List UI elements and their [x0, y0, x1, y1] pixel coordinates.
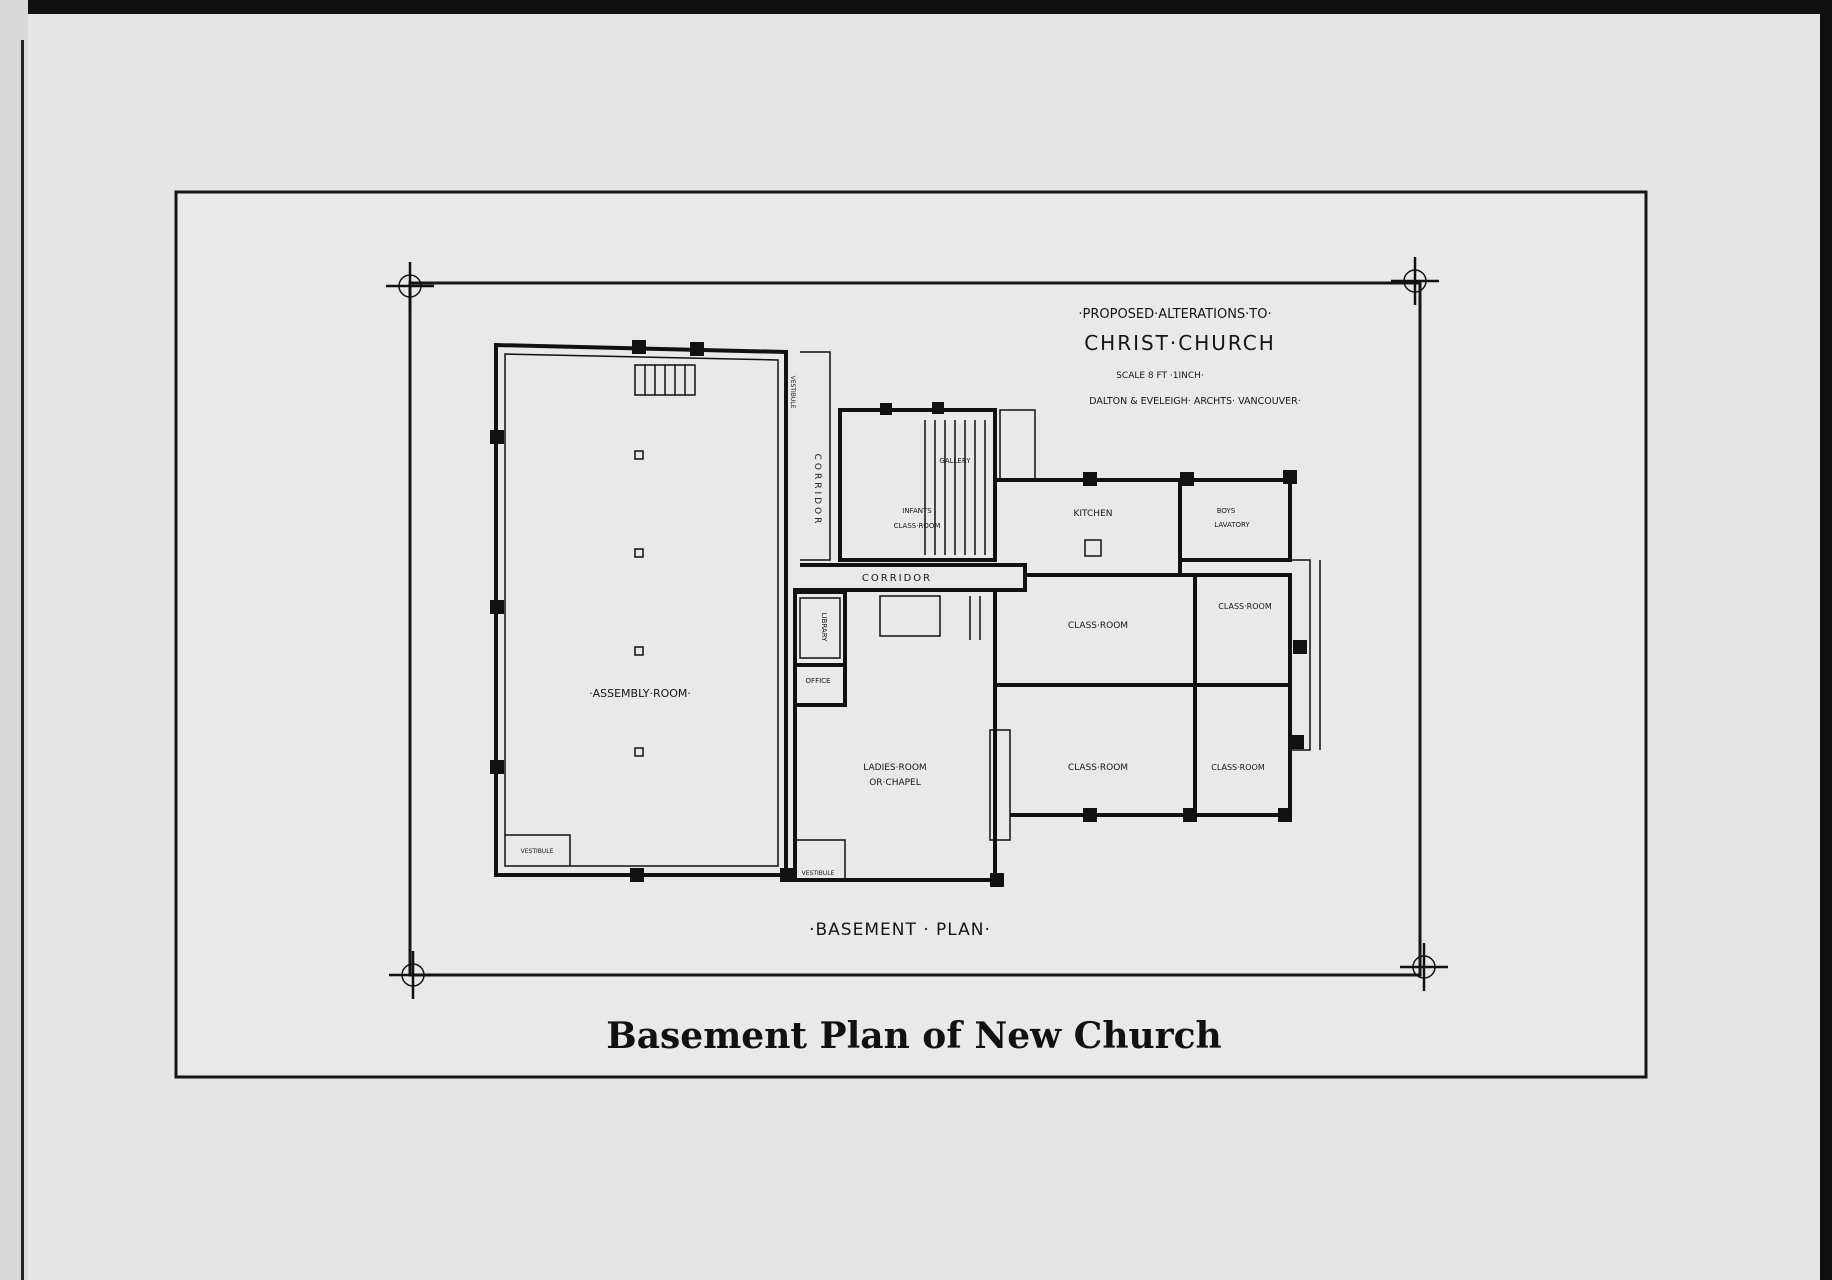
label-class-room-2: CLASS·ROOM: [1218, 602, 1272, 611]
drawing-border: [408, 281, 1422, 977]
label-gallery: GALLERY: [939, 457, 971, 465]
plan-label: ·BASEMENT · PLAN·: [809, 920, 991, 940]
scale-note: SCALE 8 FT ·1INCH·: [1116, 371, 1204, 381]
label-ladies-line1: LADIES·ROOM: [863, 763, 926, 773]
registration-mark-br: [1400, 943, 1448, 991]
registration-mark-bl: [389, 951, 437, 999]
title-line2: CHRIST·CHURCH: [1084, 331, 1276, 355]
label-infants-line2: CLASS·ROOM: [894, 522, 941, 530]
label-kitchen: KITCHEN: [1074, 509, 1113, 519]
title-line1: ·PROPOSED·ALTERATIONS·TO·: [1078, 307, 1271, 322]
label-vestibule-top: VESTIBULE: [789, 376, 796, 409]
label-infants-line1: INFANTS: [902, 507, 932, 515]
label-corridor-vertical: CORRIDOR: [812, 454, 822, 527]
label-assembly-room: ·ASSEMBLY·ROOM·: [589, 687, 691, 700]
label-vestibule-bottom: VESTIBULE: [802, 870, 835, 877]
label-boys-line1: BOYS: [1217, 507, 1236, 515]
wall-piers: [490, 340, 1307, 887]
album-page-edge: [0, 0, 28, 1280]
registration-mark-tl: [386, 262, 434, 310]
label-ladies-line2: OR·CHAPEL: [869, 778, 921, 788]
label-corridor-horizontal: CORRIDOR: [862, 573, 932, 584]
architects-note: DALTON & EVELEIGH· ARCHTS· VANCOUVER·: [1089, 396, 1301, 407]
label-library: LIBRARY: [820, 613, 828, 643]
label-class-room-1: CLASS·ROOM: [1068, 621, 1128, 631]
column-marks: [634, 450, 644, 757]
label-class-room-4: CLASS·ROOM: [1211, 763, 1265, 772]
mount-frame: [174, 190, 1648, 1079]
caption: Basement Plan of New Church: [606, 1015, 1221, 1057]
label-vestibule-bottom-left: VESTIBULE: [521, 848, 554, 855]
registration-mark-tr: [1391, 257, 1439, 305]
label-boys-line2: LAVATORY: [1214, 521, 1250, 529]
label-office: OFFICE: [806, 677, 831, 685]
label-class-room-3: CLASS·ROOM: [1068, 763, 1128, 773]
